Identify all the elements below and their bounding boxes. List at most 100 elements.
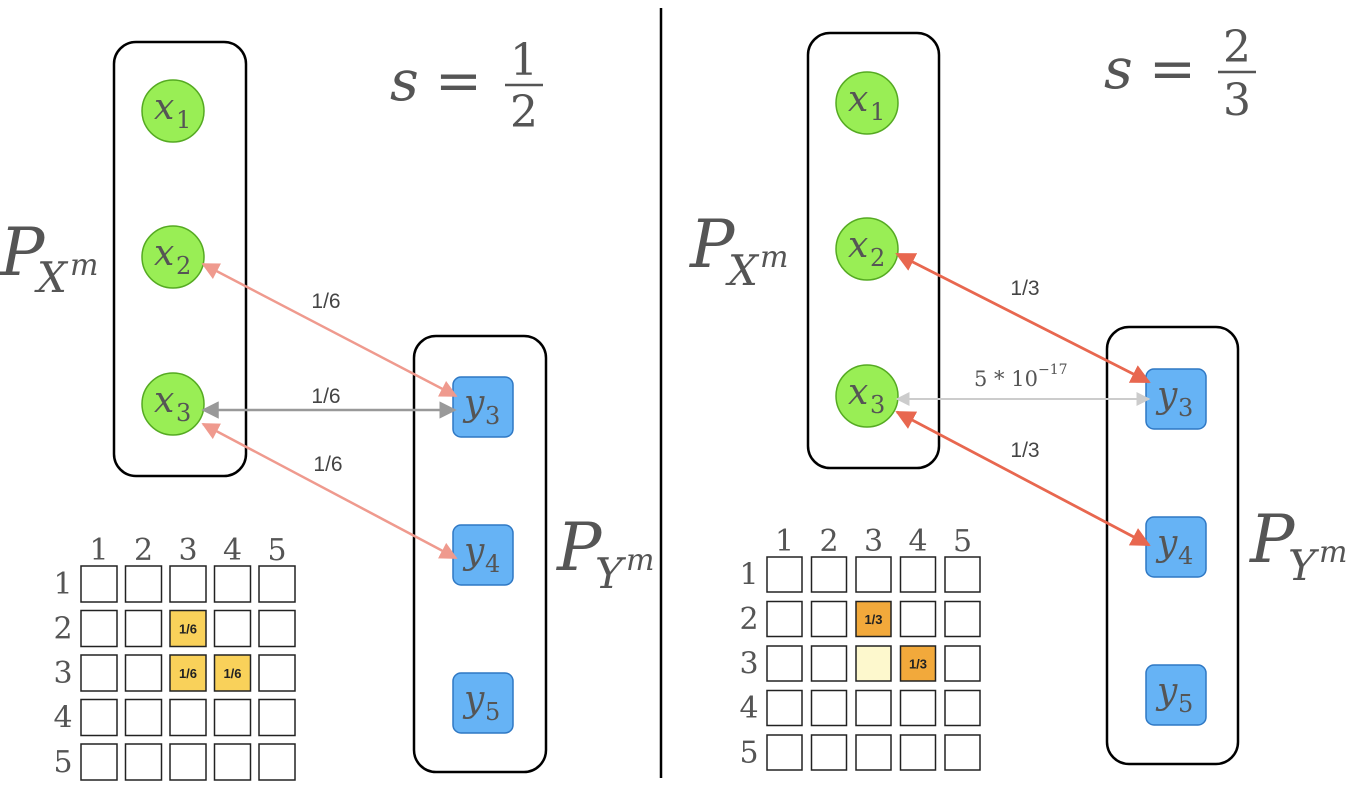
right-matrix-col-header-1: 1 xyxy=(775,524,794,559)
left-px-sup: m xyxy=(70,248,98,283)
right-y-node-5: y 5 xyxy=(1145,664,1207,726)
left-edge-x2-y3-label: 1/6 xyxy=(311,290,340,313)
right-matrix-cell-value-r2-c3: 1/3 xyxy=(864,612,882,627)
left-s-denominator: 2 xyxy=(510,87,538,138)
right-s-denominator: 3 xyxy=(1223,75,1251,126)
left-matrix-cell-r4-c4 xyxy=(213,698,252,737)
left-matrix-row-header-2: 2 xyxy=(53,612,72,647)
left-matrix-cell-value-r2-c3: 1/6 xyxy=(179,622,197,637)
left-matrix-cell-r2-c4 xyxy=(213,609,252,648)
right-edge-x2-y3-label: 1/3 xyxy=(1010,277,1039,300)
right-matrix-col-header-3: 3 xyxy=(864,524,883,559)
left-edge-x3-y4-label: 1/6 xyxy=(313,453,342,476)
right-matrix-cell-r3-c4 xyxy=(899,645,937,682)
left-matrix-row-header-4: 4 xyxy=(53,701,72,736)
right-edge-x3-y4 xyxy=(895,410,1151,547)
left-y-node-3: y 3 xyxy=(452,376,514,438)
right-px-P: P xyxy=(689,206,736,283)
left-s-equals: = xyxy=(435,49,482,114)
left-matrix-cell-r2-c1 xyxy=(80,609,118,648)
left-matrix-col-header-5: 5 xyxy=(267,533,286,568)
left-matrix-cell-r5-c4 xyxy=(213,743,252,781)
left-y-node-4: y 4 xyxy=(452,524,514,586)
right-matrix-cell-r5-c5 xyxy=(944,734,981,771)
right-matrix-cell-r2-c5 xyxy=(944,600,981,638)
svg-text:x: x xyxy=(154,380,174,421)
left-matrix-cell-r3-c3 xyxy=(169,654,207,692)
left-matrix-cell-r5-c3 xyxy=(169,743,207,781)
svg-text:3: 3 xyxy=(176,399,191,427)
right-matrix-cell-r5-c1 xyxy=(766,734,803,771)
right-matrix-row-header-3: 3 xyxy=(739,647,758,682)
right-matrix-cell-r3-c5 xyxy=(944,645,981,682)
right-matrix-cell-r1-c3 xyxy=(855,556,892,593)
left-x-node-3: x 3 xyxy=(141,372,205,436)
left-matrix-cell-r3-c4 xyxy=(213,654,252,692)
left-s-numerator: 1 xyxy=(510,35,538,86)
left-x-node-1: x 1 xyxy=(141,79,205,143)
right-matrix-cell-r2-c3 xyxy=(855,600,892,638)
left-matrix-row-header-1: 1 xyxy=(53,567,72,602)
right-matrix-cell-r5-c2 xyxy=(810,734,848,771)
left-x-box xyxy=(112,40,248,478)
left-matrix-cell-r1-c2 xyxy=(124,565,163,603)
right-px-sup: m xyxy=(760,240,788,275)
left-matrix-cell-r1-c5 xyxy=(258,565,296,603)
svg-text:4: 4 xyxy=(485,550,500,578)
right-matrix-row-header-1: 1 xyxy=(739,558,758,593)
right-edge-x3-y3-label: 5 * 10 −17 xyxy=(974,362,1068,391)
left-matrix-cell-r5-c2 xyxy=(124,743,163,781)
right-s-numerator: 2 xyxy=(1223,22,1251,73)
left-matrix-cell-r3-c1 xyxy=(80,654,118,692)
svg-text:y: y xyxy=(1155,671,1178,712)
left-matrix-row-header-3: 3 xyxy=(53,656,72,691)
left-s-symbol: s xyxy=(390,49,419,114)
right-x-box xyxy=(806,31,941,470)
svg-text:y: y xyxy=(1155,523,1178,564)
left-edge-x2-y3 xyxy=(201,262,458,398)
svg-text:y: y xyxy=(462,383,485,424)
left-matrix-col-header-1: 1 xyxy=(89,533,108,568)
svg-text:x: x xyxy=(848,372,868,413)
left-matrix-cell-r5-c1 xyxy=(80,743,118,781)
left-x-node-2: x 2 xyxy=(141,225,205,289)
left-px-sub: X xyxy=(34,253,69,302)
right-matrix-cell-r4-c3 xyxy=(855,689,892,727)
right-edge-x3-y4-label: 1/3 xyxy=(1010,439,1039,462)
left-matrix-cell-value-r3-c3: 1/6 xyxy=(179,666,197,681)
svg-text:1: 1 xyxy=(870,98,885,126)
left-matrix-col-header-3: 3 xyxy=(178,533,197,568)
svg-text:y: y xyxy=(462,531,485,572)
left-matrix-cell-r4-c2 xyxy=(124,698,163,737)
left-matrix-row-header-5: 5 xyxy=(53,745,72,780)
svg-text:3: 3 xyxy=(870,391,885,419)
right-px-label: P X m xyxy=(689,206,788,295)
left-matrix-cell-r1-c4 xyxy=(213,565,252,603)
left-px-label: P X m xyxy=(0,214,98,302)
right-edge-x2-y3 xyxy=(895,252,1151,384)
left-matrix-cell-value-r3-c4: 1/6 xyxy=(223,666,241,681)
right-matrix-cell-r4-c4 xyxy=(899,689,937,727)
right-x-node-1: x 1 xyxy=(835,71,899,135)
right-matrix-cell-r2-c2 xyxy=(810,600,848,638)
right-y-node-3: y 3 xyxy=(1145,368,1207,430)
svg-text:x: x xyxy=(848,225,868,266)
left-py-sup: m xyxy=(626,543,654,578)
right-py-label: P Y m xyxy=(1249,501,1347,590)
right-matrix-col-header-4: 4 xyxy=(908,524,927,559)
right-matrix-cell-r3-c1 xyxy=(766,645,803,682)
right-matrix-cell-r5-c3 xyxy=(855,734,892,771)
right-py-sub: Y xyxy=(1288,541,1320,590)
svg-text:x: x xyxy=(848,79,868,120)
left-py-P: P xyxy=(556,509,603,586)
left-matrix-cell-r2-c3 xyxy=(169,609,207,648)
svg-text:y: y xyxy=(462,679,485,720)
right-matrix-col-header-5: 5 xyxy=(953,524,972,559)
right-s-equals: = xyxy=(1149,37,1196,102)
svg-text:5: 5 xyxy=(485,698,500,726)
right-py-P: P xyxy=(1249,501,1296,578)
svg-text:5: 5 xyxy=(1178,690,1193,718)
left-y-node-5: y 5 xyxy=(452,672,514,734)
